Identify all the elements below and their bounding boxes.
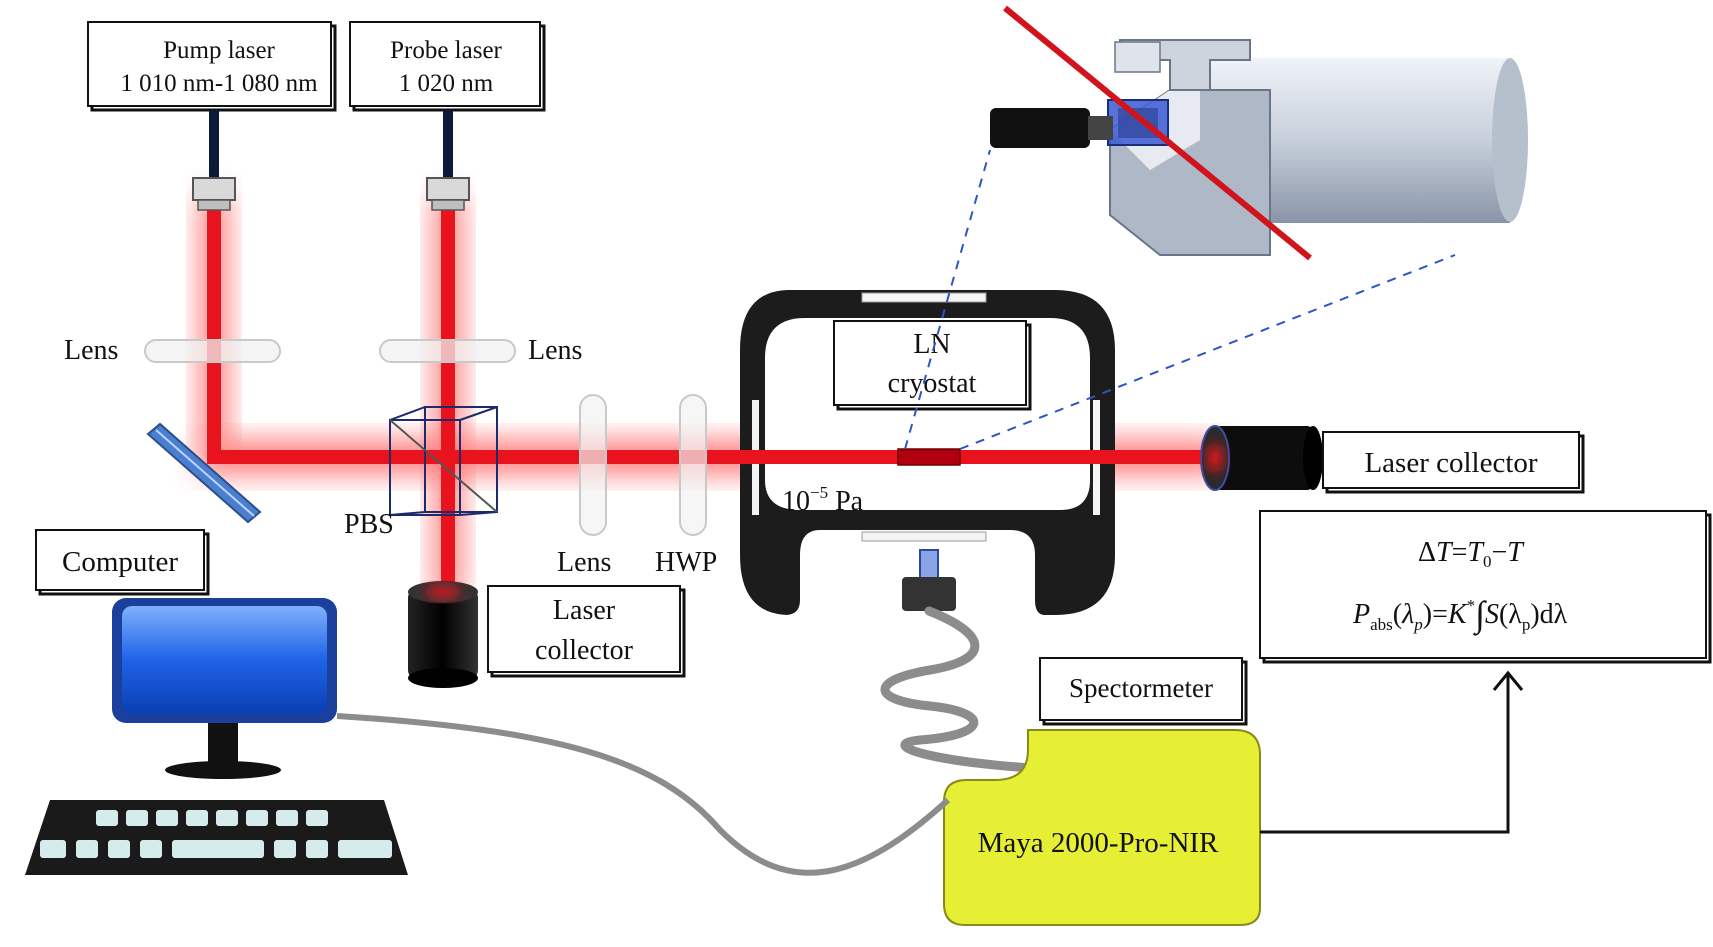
- computer-label: Computer: [62, 546, 178, 578]
- lens-beam: [579, 394, 607, 536]
- sample-holder-icon: [990, 5, 1528, 261]
- laser-collector-bottom: [408, 581, 478, 688]
- probe-laser: Probe laser 1 020 nm: [349, 21, 546, 211]
- fiber-cable: [880, 549, 1035, 773]
- mirror: [146, 422, 262, 524]
- computer-label-box: Computer: [35, 529, 210, 596]
- cryostat-label-1: LN: [913, 329, 950, 360]
- pump-laser-title: Pump laser: [163, 37, 275, 64]
- formula-p-abs: Pabs(λp)=K*∫S(λp)dλ: [1352, 594, 1568, 636]
- fiber-connector-icon: [426, 177, 470, 211]
- zoom-line-right: [959, 254, 1456, 450]
- pressure-label: 10−5 Pa: [782, 483, 864, 517]
- spectrometer-label: Spectormeter: [1069, 673, 1213, 703]
- laser-collector-bottom-label-2: collector: [535, 635, 634, 666]
- hwp-label: HWP: [655, 547, 717, 578]
- signal-arrow: [1260, 670, 1524, 834]
- formula-box: ΔT=T0−T Pabs(λp)=K*∫S(λp)dλ: [1259, 510, 1712, 664]
- spectrometer: Maya 2000-Pro-NIR: [943, 729, 1261, 926]
- lens-probe: [379, 339, 516, 363]
- cryostat-label-box: LN cryostat: [833, 320, 1032, 411]
- pump-beam-vertical: [207, 205, 221, 457]
- laser-collector-right: [1200, 425, 1323, 491]
- hwp: [679, 394, 707, 536]
- pump-laser-range: 1 010 nm-1 080 nm: [120, 70, 318, 97]
- keyboard-icon: [25, 800, 408, 875]
- lens-beam-label: Lens: [557, 547, 611, 578]
- probe-laser-wavelength: 1 020 nm: [399, 70, 494, 97]
- sample: [897, 448, 961, 466]
- lens-right-label: Lens: [528, 335, 582, 366]
- cryostat-label-2: cryostat: [888, 368, 977, 399]
- zoom-line-left: [904, 149, 991, 450]
- pbs-cube: [389, 406, 498, 516]
- formula-delta-t: ΔT=T0−T: [1418, 537, 1525, 571]
- pump-laser: Pump laser 1 010 nm-1 080 nm: [87, 21, 337, 211]
- fiber-connector-icon: [192, 177, 236, 211]
- lens-pump: [144, 339, 281, 363]
- probe-laser-title: Probe laser: [390, 37, 502, 64]
- computer-cable: [336, 713, 951, 876]
- spectrometer-model: Maya 2000-Pro-NIR: [978, 827, 1219, 859]
- laser-collector-bottom-label-1: Laser: [553, 595, 616, 626]
- lens-left-label: Lens: [64, 335, 118, 366]
- spectrometer-label-box: Spectormeter: [1039, 657, 1248, 726]
- inset-beam: [1003, 5, 1312, 261]
- laser-collector-right-label: Laser collector: [1364, 447, 1537, 479]
- monitor-icon: [112, 598, 337, 779]
- laser-collector-right-box: Laser collector: [1322, 431, 1585, 494]
- probe-beam-vertical: [441, 205, 455, 595]
- pbs-label: PBS: [344, 509, 394, 540]
- laser-collector-bottom-box: Laser collector: [487, 585, 686, 678]
